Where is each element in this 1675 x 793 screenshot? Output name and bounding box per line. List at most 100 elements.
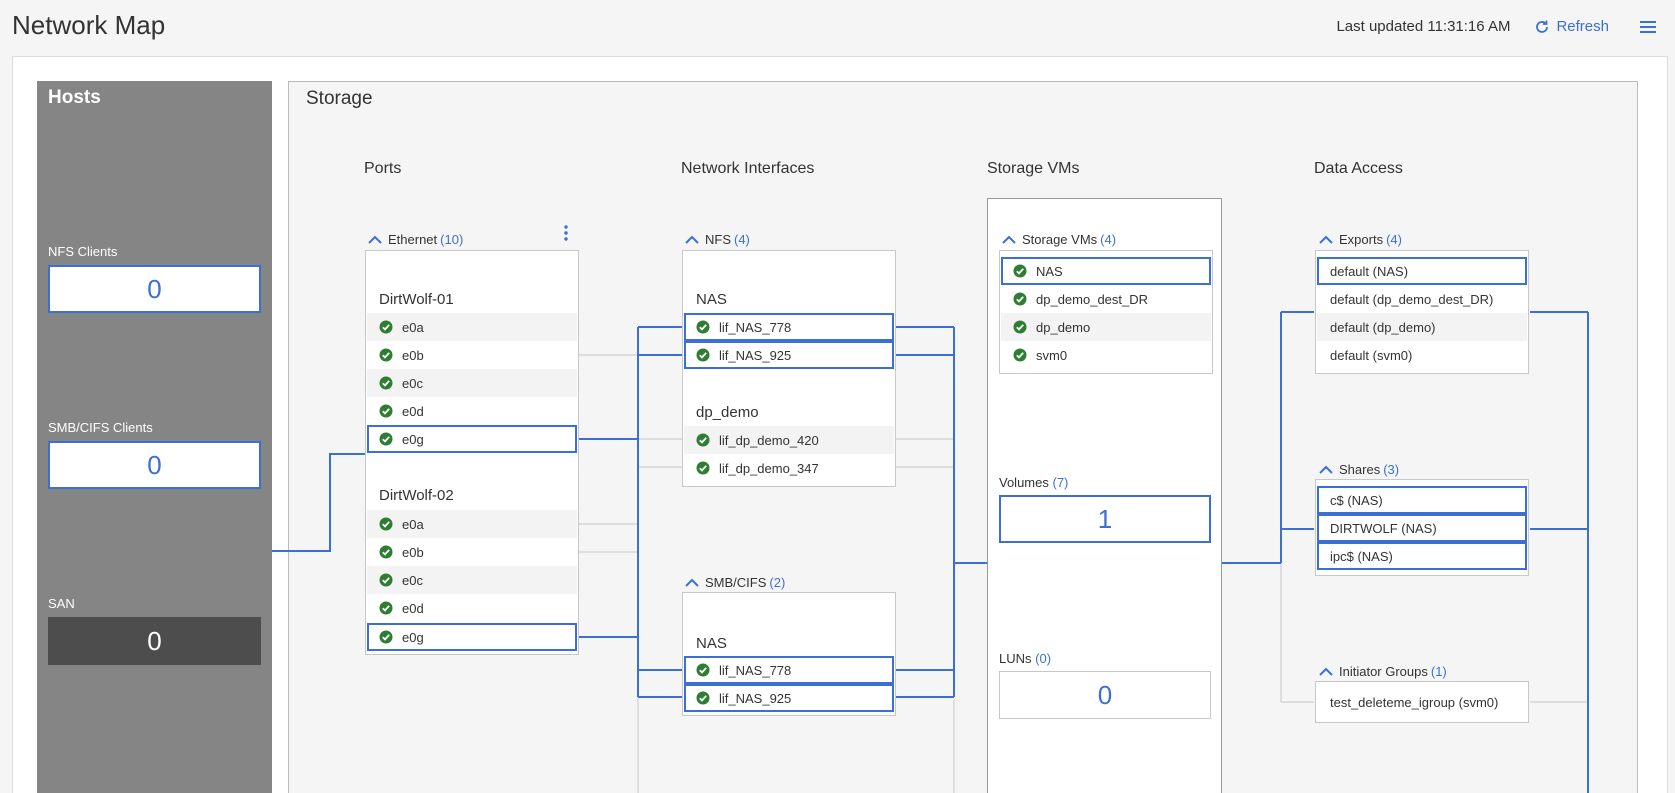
share-row-selected[interactable]: DIRTWOLF (NAS) [1317, 514, 1527, 542]
luns-label-text: LUNs [999, 651, 1032, 666]
volumes-label: Volumes (7) [999, 475, 1068, 490]
lif-name: lif_dp_demo_347 [719, 460, 819, 476]
shares-count: (3) [1383, 462, 1400, 477]
port-row[interactable]: e0d [367, 397, 577, 425]
smb-group-header[interactable]: SMB/CIFS (2) [685, 575, 785, 590]
san-label: SAN [48, 596, 75, 611]
port-name: e0b [402, 347, 424, 363]
volumes-box[interactable]: 1 [999, 495, 1211, 543]
smb-clients-label: SMB/CIFS Clients [48, 420, 153, 435]
nfs-group-header[interactable]: NFS (4) [685, 232, 750, 247]
nfs-label: NFS [705, 232, 731, 247]
check-circle-icon [696, 663, 710, 677]
port-row-selected[interactable]: e0g [367, 623, 577, 651]
menu-icon[interactable] [1639, 19, 1657, 35]
lif-row-selected[interactable]: lif_NAS_925 [684, 341, 894, 369]
svm-name: dp_demo [1036, 319, 1091, 335]
port-row[interactable]: e0c [367, 566, 577, 594]
lif-row-selected[interactable]: lif_NAS_778 [684, 656, 894, 684]
ethernet-count: (10) [440, 232, 464, 247]
chevron-up-icon [685, 578, 699, 587]
check-circle-icon [696, 433, 710, 447]
lif-row-selected[interactable]: lif_NAS_925 [684, 684, 894, 712]
share-row-selected[interactable]: c$ (NAS) [1317, 486, 1527, 514]
svms-group-header[interactable]: Storage VMs (4) [1002, 232, 1116, 247]
smb-label: SMB/CIFS [705, 575, 767, 590]
lif-row-selected[interactable]: lif_NAS_778 [684, 313, 894, 341]
hosts-panel: Hosts NFS Clients 0 SMB/CIFS Clients 0 S… [37, 81, 272, 793]
check-circle-icon [1013, 264, 1027, 278]
port-name: e0c [402, 375, 423, 391]
lif-row[interactable]: lif_dp_demo_347 [684, 454, 894, 482]
svm-name: svm0 [1036, 347, 1068, 363]
igroups-card: test_deleteme_igroup (svm0) [1315, 681, 1529, 723]
chevron-up-icon [685, 235, 699, 244]
port-row-selected[interactable]: e0g [367, 425, 577, 453]
node-title: DirtWolf-01 [379, 291, 454, 308]
port-name: e0g [402, 431, 424, 447]
lif-row[interactable]: lif_dp_demo_420 [684, 426, 894, 454]
check-circle-icon [1013, 292, 1027, 306]
access-column-title: Data Access [1314, 160, 1403, 177]
hosts-title: Hosts [48, 87, 101, 108]
port-row[interactable]: e0b [367, 538, 577, 566]
check-circle-icon [379, 630, 393, 644]
check-circle-icon [379, 404, 393, 418]
lif-name: lif_NAS_778 [719, 319, 792, 335]
chevron-up-icon [1319, 667, 1333, 676]
check-circle-icon [379, 545, 393, 559]
luns-box[interactable]: 0 [999, 671, 1211, 719]
nfs-clients-box[interactable]: 0 [48, 265, 261, 313]
igroups-group-header[interactable]: Initiator Groups (1) [1319, 664, 1447, 679]
port-name: e0d [402, 403, 424, 419]
check-circle-icon [696, 320, 710, 334]
ethernet-label: Ethernet [388, 232, 438, 247]
ethernet-group-header[interactable]: Ethernet (10) [368, 232, 463, 247]
refresh-button[interactable]: Refresh [1534, 18, 1609, 35]
ethernet-card: DirtWolf-01 e0a e0b e0c e0d e0g DirtWolf… [365, 250, 579, 655]
last-updated-text: Last updated 11:31:16 AM [1336, 18, 1511, 35]
port-row[interactable]: e0a [367, 313, 577, 341]
luns-label: LUNs (0) [999, 651, 1051, 666]
check-circle-icon [379, 432, 393, 446]
shares-group-header[interactable]: Shares (3) [1319, 462, 1399, 477]
port-row[interactable]: e0c [367, 369, 577, 397]
export-row-selected[interactable]: default (NAS) [1317, 257, 1527, 285]
port-row[interactable]: e0b [367, 341, 577, 369]
luns-count: (0) [1035, 651, 1052, 666]
port-row[interactable]: e0d [367, 594, 577, 622]
export-row[interactable]: default (dp_demo_dest_DR) [1330, 291, 1494, 307]
svm-name: NAS [1036, 263, 1063, 279]
header-toolbar: Last updated 11:31:16 AM Refresh [1336, 18, 1657, 35]
port-name: e0a [402, 516, 424, 532]
port-row[interactable]: e0a [367, 510, 577, 538]
check-circle-icon [1013, 320, 1027, 334]
svm-title: NAS [696, 291, 727, 308]
nfs-clients-label: NFS Clients [48, 244, 118, 259]
share-row-selected[interactable]: ipc$ (NAS) [1317, 542, 1527, 570]
svm-row[interactable]: svm0 [1001, 341, 1211, 369]
igroup-row[interactable]: test_deleteme_igroup (svm0) [1330, 694, 1499, 710]
volumes-count: (7) [1052, 475, 1069, 490]
export-row[interactable]: default (dp_demo) [1317, 313, 1527, 341]
export-row[interactable]: default (svm0) [1330, 347, 1413, 363]
svm-row[interactable]: dp_demo_dest_DR [1001, 285, 1211, 313]
storage-title: Storage [306, 88, 373, 109]
lif-name: lif_NAS_925 [719, 347, 792, 363]
lif-name: lif_NAS_778 [719, 662, 792, 678]
smb-clients-box[interactable]: 0 [48, 441, 261, 489]
kebab-menu-icon[interactable] [562, 224, 570, 242]
smb-count: (2) [769, 575, 786, 590]
san-box[interactable]: 0 [48, 617, 261, 665]
exports-group-header[interactable]: Exports (4) [1319, 232, 1402, 247]
port-name: e0g [402, 629, 424, 645]
check-circle-icon [696, 461, 710, 475]
svm-row[interactable]: dp_demo [1001, 313, 1211, 341]
check-circle-icon [379, 573, 393, 587]
igroups-label: Initiator Groups [1339, 664, 1428, 679]
check-circle-icon [379, 320, 393, 334]
svm-row-selected[interactable]: NAS [1001, 257, 1211, 285]
exports-label: Exports [1339, 232, 1384, 247]
check-circle-icon [1013, 348, 1027, 362]
port-name: e0b [402, 544, 424, 560]
